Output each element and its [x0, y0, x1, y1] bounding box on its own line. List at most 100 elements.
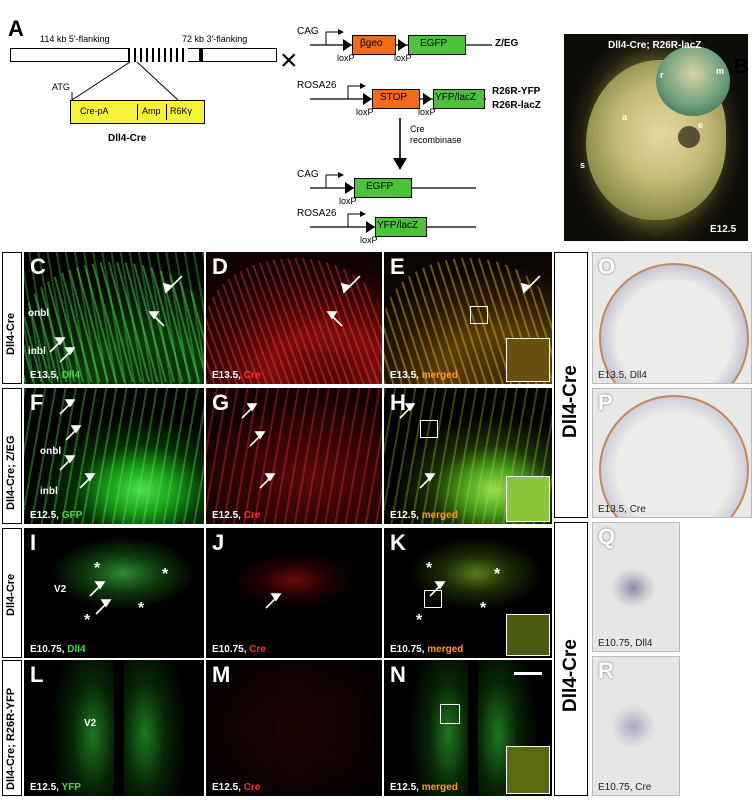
embryo-photo [564, 34, 748, 241]
yfp-lacz-box-2 [375, 217, 427, 237]
caption-q: E10.75, Dll4 [598, 638, 653, 649]
panel-o [592, 252, 752, 384]
caption-l-stage: E12.5, [30, 782, 59, 793]
caption-m-marker: Cre [243, 782, 261, 793]
cre-recombinase-1: Cre [410, 124, 425, 134]
panel-c-texture [24, 262, 204, 382]
panel-f [24, 388, 204, 524]
panel-label-a: A [8, 16, 24, 41]
caption-n: E12.5, merged [390, 782, 458, 793]
cre-recombinase-2: recombinase [410, 135, 462, 145]
label-o: O [598, 254, 616, 279]
label-c: C [30, 254, 46, 279]
flank5-label: 114 kb 5'-flanking [40, 34, 110, 44]
label-p: P [598, 390, 613, 415]
asterisk-k-1: * [426, 560, 433, 577]
panel-k-roi [424, 590, 442, 608]
egfp-label-2: EGFP [366, 181, 394, 192]
panel-n-roi [440, 704, 460, 724]
loxp-2: loxP [394, 53, 412, 63]
cag-label-1: CAG [297, 26, 319, 37]
caption-i: E10.75, Dll4 [30, 644, 86, 655]
asterisk-k-4: * [416, 612, 423, 629]
caption-n-stage: E12.5, [390, 782, 419, 793]
panel-k [384, 528, 552, 658]
caption-c: E13.5, Dll4 [30, 370, 80, 381]
panel-f-texture [24, 388, 204, 524]
caption-m-stage: E12.5, [212, 782, 241, 793]
loxp-5: loxP [339, 196, 357, 206]
embryo-s: s [580, 160, 586, 170]
caption-l: E12.5, YFP [30, 782, 81, 793]
loxp-3: loxP [356, 107, 374, 117]
label-f: F [30, 390, 44, 415]
panel-g-texture [206, 388, 382, 524]
caption-f: E12.5, GFP [30, 510, 82, 521]
flank3-label: 72 kb 3'-flanking [182, 34, 248, 44]
caption-j-marker: Cre [249, 644, 266, 655]
caption-d: E13.5, Cre [212, 370, 260, 381]
caption-h: E12.5, merged [390, 510, 458, 521]
caption-k: E10.75, merged [390, 644, 463, 655]
label-k: K [390, 530, 406, 555]
caption-p: E13.5, Cre [598, 504, 646, 515]
caption-n-marker: merged [421, 782, 458, 793]
amp-label: Amp [142, 106, 161, 116]
row-label-box-2 [2, 388, 22, 524]
panel-i [24, 528, 204, 658]
yfp-lacz-box-1 [433, 89, 485, 109]
asterisk-k-2: * [494, 566, 501, 583]
panel-o-retina [599, 263, 749, 383]
exon-marks [128, 48, 188, 62]
inbl-c: inbl [28, 346, 46, 357]
side-label-bottom: Dll4-Cre [560, 639, 581, 712]
panel-d-texture [206, 258, 382, 384]
caption-d-marker: Cre [243, 370, 261, 381]
embryo-m: m [716, 66, 725, 76]
panel-h-roi [420, 420, 438, 438]
embryo-head [656, 46, 730, 116]
panel-j [206, 528, 382, 658]
panel-n-left [402, 660, 468, 796]
panel-label-b: B [734, 55, 750, 78]
panel-r-tissue [599, 677, 675, 787]
annotation-arrows [0, 0, 560, 800]
panel-e-inset [506, 338, 550, 382]
panel-n [384, 660, 552, 796]
caption-k-marker: merged [427, 644, 464, 655]
cag-label-2: CAG [297, 169, 319, 180]
caption-k-stage: E10.75, [390, 644, 425, 655]
caption-r: E10.75, Cre [598, 782, 652, 793]
panel-m [206, 660, 382, 796]
label-r: R [598, 658, 614, 683]
caption-e-marker: merged [421, 370, 458, 381]
egfp-box-1 [408, 35, 466, 55]
egfp-box-2 [354, 178, 412, 198]
stop-label: STOP [380, 92, 408, 103]
embryo-r: r [660, 70, 664, 80]
embryo-a: a [622, 112, 628, 122]
loxp-4: loxP [418, 107, 436, 117]
v2-i: V2 [54, 584, 67, 595]
label-g: G [212, 390, 230, 415]
row-label-box-3 [2, 528, 22, 658]
loxp-6: loxP [360, 235, 378, 245]
embryo-title: Dll4-Cre; R26R-lacZ [608, 40, 702, 51]
side-label-box-bottom [554, 522, 588, 796]
zeg-label: Z/EG [495, 38, 519, 49]
caption-j-stage: E10.75, [212, 644, 247, 655]
caption-j: E10.75, Cre [212, 644, 266, 655]
side-label-box-top [554, 252, 588, 518]
caption-g: E12.5, Cre [212, 510, 260, 521]
panel-q-tissue [599, 543, 675, 643]
label-d: D [212, 254, 228, 279]
caption-l-marker: YFP [61, 782, 81, 793]
side-label-top: Dll4-Cre [560, 365, 581, 438]
label-i: I [30, 530, 37, 555]
cre-divider-2 [166, 104, 167, 120]
scale-bar [514, 672, 542, 675]
caption-e: E13.5, merged [390, 370, 458, 381]
caption-f-marker: GFP [61, 510, 83, 521]
stop-box [372, 89, 420, 109]
v2-l: V2 [84, 718, 97, 729]
